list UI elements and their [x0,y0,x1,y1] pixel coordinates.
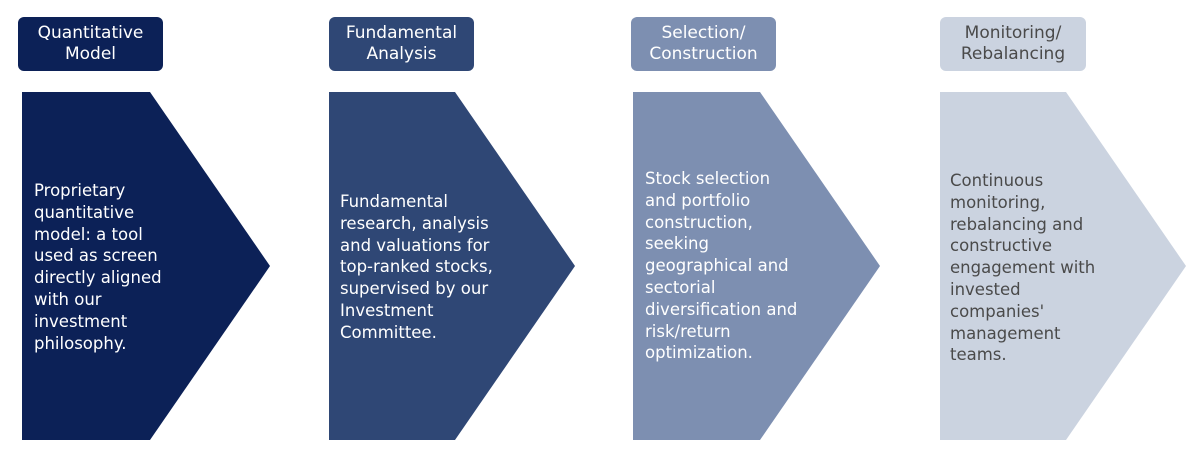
process-step-selection-construction: Selection/ Construction Stock selection … [631,0,891,467]
step-header: Fundamental Analysis [329,17,474,71]
step-description: Continuous monitoring, rebalancing and c… [950,171,1096,365]
step-description: Stock selection and portfolio constructi… [645,169,798,363]
chevron-fill [22,92,270,440]
chevron-fill [940,92,1186,440]
process-step-quantitative-model: Quantitative Model Proprietary quantitat… [18,0,278,467]
step-header: Monitoring/ Rebalancing [940,17,1086,71]
process-step-fundamental-analysis: Fundamental Analysis Fundamental researc… [329,0,589,467]
process-step-monitoring-rebalancing: Monitoring/ Rebalancing Continuous monit… [940,0,1195,467]
step-description: Fundamental research, analysis and valua… [340,192,493,342]
chevron-arrow-shape [940,92,1186,440]
chevron-fill [329,92,575,440]
chevron-arrow-shape [633,92,880,440]
chevron-fill [633,92,880,440]
chevron-arrow-shape [329,92,575,440]
step-header: Selection/ Construction [631,17,776,71]
step-description: Proprietary quantitative model: a tool u… [34,181,162,353]
step-header: Quantitative Model [18,17,163,71]
chevron-arrow-shape [22,92,270,440]
